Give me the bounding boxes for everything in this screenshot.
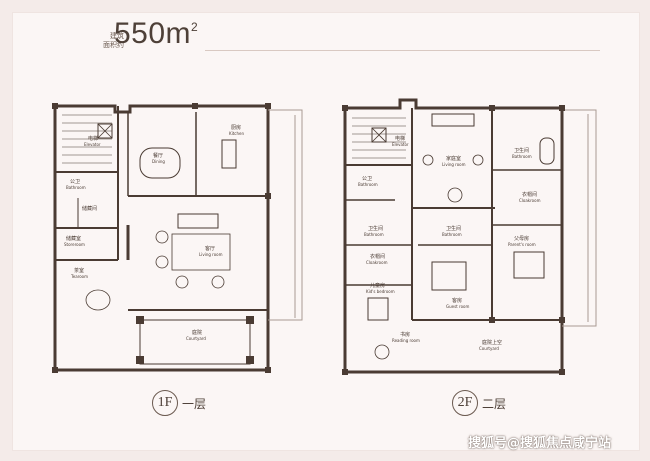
f2-bath-cn: 公卫 [362,176,372,182]
f1-living-cn: 客厅 [205,245,215,252]
f2-cloak1-cn: 衣帽间 [522,191,537,198]
area-value: 550m2 [114,17,198,51]
floor1-living-chair [155,255,169,269]
floor1-living-chair [175,275,189,289]
f2-courtyard-cn: 庭院上空 [482,339,502,346]
floor1-labels: 电梯 Elevator 餐厅 Dining 厨房 Kitchen 公卫 Bath… [64,124,244,341]
floor2-kids-bed [367,297,389,321]
f1-courtyard-en: Courtyard [186,336,206,341]
floor1-stairs [62,114,112,164]
floor1-annex-lines [268,109,303,321]
floor1-elevator-box [97,123,113,139]
f2-bath3-en: Bathroom [442,232,462,237]
source-watermark: 搜狐号@搜狐焦点咸宁站 [468,436,612,451]
area-label-line1: 建筑 [110,32,124,40]
floor2-bathtub [539,137,555,165]
f2-bath-en: Bathroom [358,182,378,187]
floor2-labels: 电梯 Elevator 家庭室 Living room 公卫 Bathroom … [358,135,541,351]
f2-kids-cn: 儿童房 [370,282,385,289]
floor2-reading-chair [374,344,390,360]
floor1-living-chair [211,275,225,289]
f1-storeroom-en: Storeroom [64,242,85,247]
floor1-living-sofa [177,213,219,229]
f1-kitchen-cn: 厨房 [231,124,241,131]
floor1-dining-table [139,147,181,179]
f2-bath3-cn: 卫生间 [446,225,461,232]
f1-dining-en: Dining [152,159,165,164]
f1-tearoom-cn: 茶室 [74,267,84,274]
floor2-family-sofa [431,113,475,127]
floor1-badge: 1F [152,390,178,416]
f1-courtyard-cn: 庭院 [192,329,202,336]
area-label-line2: 面积约 [103,41,124,49]
area-unit-superscript: 2 [191,20,199,34]
f1-kitchen-en: Kitchen [229,131,244,136]
floor1-name: 一层 [182,397,207,411]
area-label: 建筑 面积约 [92,32,124,50]
f2-cloak2-cn: 衣帽间 [370,253,385,260]
floor1-kitchen-island [221,139,237,169]
f1-dining-cn: 餐厅 [153,152,163,159]
f1-living-en: Living room [199,252,223,257]
f2-bath2-cn: 卫生间 [368,225,383,232]
floor2-elevator-box [371,127,387,143]
f2-elevator-cn: 电梯 [395,135,405,142]
f1-bathroom-cn: 公卫 [70,179,80,185]
floor1-living-chair [155,230,169,244]
f1-storeroom-cn: 储藏室 [66,235,81,242]
area-number: 550m [114,17,192,50]
f2-family-en: Living room [442,162,466,167]
f2-bath2-en: Bathroom [364,232,384,237]
f2-kids-en: Kid's bedroom [366,289,395,294]
f1-storeroom-small-cn: 储藏间 [82,205,97,212]
f2-parents-cn: 父母房 [514,235,529,242]
floor1-living-rug [171,233,231,271]
f1-elevator-en: Elevator [84,142,101,147]
f2-courtyard-en: Courtyard [479,346,499,351]
floor2-stairs [352,117,406,159]
plan-card [12,12,640,451]
f1-bathroom-en: Bathroom [66,185,86,190]
f2-elevator-en: Elevator [392,142,409,147]
f2-guest-cn: 客房 [452,297,462,304]
floor2-badge: 2F [452,390,478,416]
floor1-tearoom-table [85,289,111,311]
f2-cloak2-en: Cloakroom [366,260,388,265]
f2-cloak1-en: Cloakroom [519,198,541,203]
floor2-outer-wall [343,98,564,374]
f2-guest-en: Guest room [446,304,469,309]
floor2-annex-lines [562,109,597,327]
f2-master-bath-cn: 卫生间 [514,147,529,154]
f1-elevator-cn: 电梯 [88,135,98,142]
floor2-guest-bed [431,261,467,291]
floor1-plan [52,103,303,373]
floor1-courtyard [139,319,251,365]
floor2-name: 二层 [482,397,507,411]
f2-parents-en: Parent's room [508,242,536,247]
f2-reading-en: Reading room [392,338,420,343]
floor1-outer-wall [53,104,270,372]
floor2-family-table [447,187,463,203]
floor2-plan [342,98,597,375]
header-divider [205,50,600,51]
floor2-parents-bed [513,251,545,279]
f2-family-cn: 家庭室 [446,155,461,162]
f1-tearoom-en: Tearoom [70,274,88,279]
f2-master-bath-en: Bathroom [512,154,532,159]
f2-reading-cn: 书房 [400,331,410,338]
